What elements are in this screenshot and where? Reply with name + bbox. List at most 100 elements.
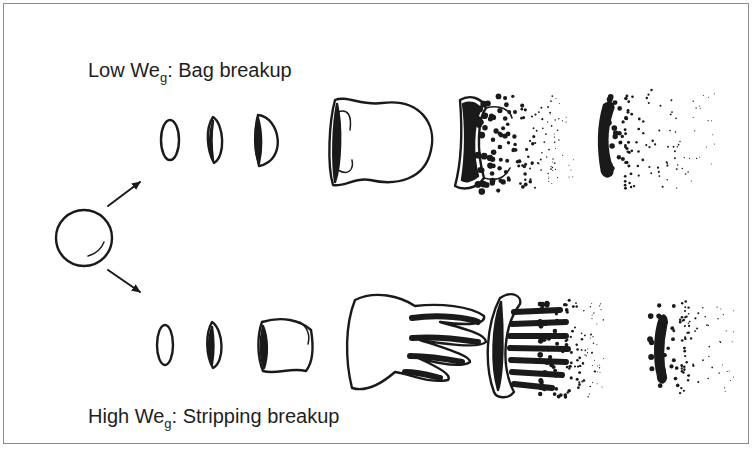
spray-droplet xyxy=(625,147,628,150)
spray-droplet xyxy=(507,178,511,182)
spray-droplet xyxy=(609,143,615,149)
spray-droplet xyxy=(624,128,627,131)
spray-droplet xyxy=(683,347,686,350)
spray-droplet xyxy=(587,396,589,398)
spray-droplet xyxy=(716,306,717,307)
spray-droplet xyxy=(627,111,630,114)
spray-droplet xyxy=(490,157,496,163)
spray-droplet xyxy=(550,168,552,170)
dome-droplet xyxy=(255,115,277,166)
spray-droplet xyxy=(552,365,555,368)
spray-droplet xyxy=(674,157,676,159)
spray-droplet xyxy=(552,162,553,163)
spray-droplet xyxy=(711,120,712,121)
spray-droplet xyxy=(689,321,691,323)
spray-droplet xyxy=(503,116,508,121)
spray-droplet xyxy=(532,135,535,138)
spray-droplet xyxy=(557,346,561,350)
spray-droplet xyxy=(542,128,544,130)
spray-droplet xyxy=(658,383,663,388)
spray-droplet xyxy=(584,349,586,351)
spray-droplet xyxy=(727,371,728,372)
spray-droplet xyxy=(603,319,604,320)
spray-droplet xyxy=(638,174,640,176)
spray-droplet xyxy=(677,146,679,148)
bag-fold xyxy=(338,160,352,172)
spray-droplet xyxy=(630,186,632,188)
spray-droplet xyxy=(733,377,734,378)
spray-droplet xyxy=(529,178,531,180)
spray-droplet xyxy=(592,365,593,366)
spray-droplet xyxy=(725,391,726,392)
spray-droplet xyxy=(631,95,634,98)
spray-droplet xyxy=(624,116,627,119)
spray-droplet xyxy=(726,330,727,331)
regime-label: Low We xyxy=(88,58,160,82)
spray-droplet xyxy=(587,348,588,349)
spray-droplet xyxy=(597,366,598,367)
spray-droplet xyxy=(566,391,568,393)
spray-droplet xyxy=(481,153,488,160)
spray-droplet xyxy=(555,169,556,170)
spray-droplet xyxy=(733,310,734,311)
spray-droplet xyxy=(676,168,678,170)
spray-droplet xyxy=(617,106,622,111)
spray-droplet xyxy=(569,165,570,166)
spray-droplet xyxy=(581,332,583,334)
spray-droplet xyxy=(497,166,501,170)
subscript-label: g xyxy=(160,66,167,90)
spray-droplet xyxy=(531,142,534,145)
spray-droplet xyxy=(680,387,682,389)
spray-droplet xyxy=(553,369,557,373)
spray-droplet xyxy=(529,140,531,142)
spray-droplet xyxy=(666,346,669,349)
label-line: Low Weg: Bag breakup xyxy=(88,58,292,85)
spray-droplet xyxy=(563,303,566,306)
spray-droplet xyxy=(547,173,549,175)
spray-droplet xyxy=(573,159,574,160)
spray-droplet xyxy=(541,337,546,342)
spray-droplet xyxy=(550,101,551,102)
spray-droplet xyxy=(554,334,558,338)
spray-droplet xyxy=(568,367,571,370)
spray-droplet xyxy=(681,316,684,319)
spray-droplet xyxy=(482,125,488,131)
spray-droplet xyxy=(708,325,709,326)
spray-droplet xyxy=(522,116,525,119)
spray-droplet xyxy=(687,375,689,377)
spray-droplet xyxy=(503,96,507,100)
spray-droplet xyxy=(496,94,502,100)
spray-droplet xyxy=(624,180,627,183)
spray-droplet xyxy=(512,134,516,138)
spray-droplet xyxy=(714,93,715,94)
stripping-filament xyxy=(510,310,568,388)
spray-droplet xyxy=(661,368,665,372)
label-line: High Weg: Stripping breakup xyxy=(88,404,339,431)
stripping-body xyxy=(347,295,486,389)
spray-droplet xyxy=(575,305,578,308)
spray-droplet xyxy=(566,117,567,118)
spray-droplet xyxy=(523,172,527,176)
spray-droplet xyxy=(553,392,557,396)
spray-droplet xyxy=(719,341,720,342)
spray-droplet xyxy=(569,176,570,177)
spray-droplet xyxy=(656,314,661,319)
spray-droplet xyxy=(603,319,604,320)
spray-droplet xyxy=(686,332,688,334)
spray-droplet xyxy=(479,167,485,173)
spray-droplet xyxy=(591,352,593,354)
spray-droplet xyxy=(524,178,526,180)
spray-droplet xyxy=(579,365,581,367)
spray-droplet xyxy=(589,393,590,394)
spray-droplet xyxy=(556,98,557,99)
spray-droplet xyxy=(566,311,569,314)
spray-droplet xyxy=(672,304,676,308)
spray-droplet xyxy=(670,99,672,101)
spray-droplet xyxy=(490,178,496,184)
spray-droplet xyxy=(702,307,704,309)
regime-label: : Bag breakup xyxy=(167,58,292,82)
branch-arrow xyxy=(108,270,140,292)
spray-droplet xyxy=(681,339,684,342)
spray-droplet xyxy=(589,386,591,388)
spray-droplet xyxy=(724,387,725,388)
